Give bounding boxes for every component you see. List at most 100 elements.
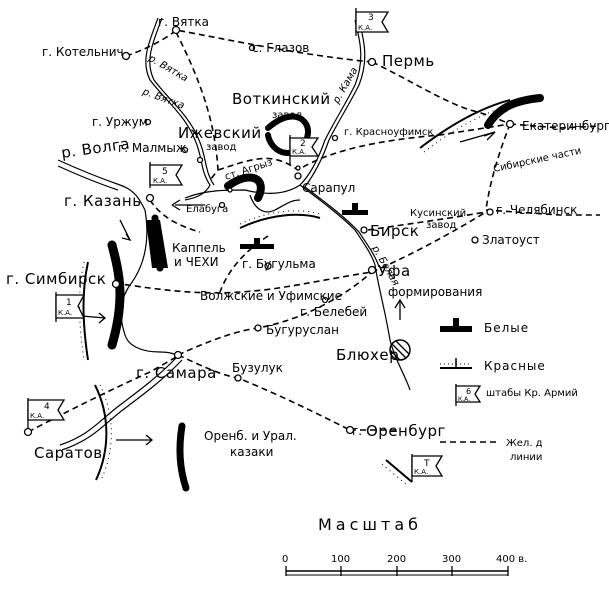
- legend-hq-label: штабы Кр. Армий: [486, 388, 578, 399]
- movement-arrows: [69, 131, 496, 446]
- hq-turk-num: Т: [423, 459, 430, 469]
- label-blyukher: Блюхер: [336, 346, 399, 364]
- label-river-vyatka-upper: р. Вятка: [146, 53, 190, 85]
- label-sarapul: Сарапул: [302, 181, 355, 195]
- legend-white: Белые: [440, 318, 529, 335]
- legend-rail: Жел. д линии: [440, 438, 543, 463]
- label-vyatka: г. Вятка: [158, 15, 209, 29]
- label-kusinsky-zavod: завод: [426, 220, 456, 231]
- label-belebey: г. Белебей: [300, 305, 367, 319]
- label-ufa: Уфа: [378, 262, 411, 280]
- label-perm: Пермь: [382, 52, 435, 70]
- hq-3-num: 3: [368, 13, 374, 23]
- label-malmyzh: г. Малмыж: [118, 141, 187, 155]
- scale-title: Масштаб: [318, 515, 422, 534]
- label-ufa-formations: формирования: [388, 285, 482, 299]
- hq-flag-labels: 3 К.А. 2 К.А. 5 К.А. 1 К.А. 4 К.А. Т К.А…: [30, 13, 430, 476]
- legend-rail-label-2: линии: [510, 452, 542, 463]
- railways: [27, 29, 601, 433]
- label-kusinsky: Кусинский: [410, 208, 466, 219]
- legend-hq: 6 К.А. штабы Кр. Армий: [455, 384, 578, 406]
- label-izhevsk-zavod: завод: [206, 142, 236, 153]
- legend-red: Красные: [440, 358, 546, 373]
- label-czechs: и ЧЕХИ: [174, 255, 219, 269]
- label-buguruslan: Бугуруслан: [266, 323, 339, 337]
- vyatka-river: [145, 17, 211, 201]
- label-kazan: г. Казань: [64, 192, 142, 210]
- white-symbol-birsk: [342, 203, 368, 215]
- hq-turk-ka: К.А.: [414, 468, 428, 476]
- label-chelyabinsk: г. Челябинск: [496, 203, 577, 217]
- label-glazov: с. Глазов: [252, 41, 309, 55]
- label-siberian: Сибирские части: [492, 146, 582, 175]
- hq-5-ka: К.А.: [153, 177, 167, 185]
- label-urzhum: г. Уржум: [92, 115, 148, 129]
- hq-flag-2: [289, 135, 320, 165]
- label-bugulma: г. Бугульма: [242, 257, 316, 271]
- label-krasnoufimsk: г. Красноуфимск: [344, 127, 433, 138]
- white-symbol-bugulma: [240, 238, 274, 249]
- label-kappel: Каппель: [172, 241, 226, 255]
- label-izhevsk: Ижевский: [178, 124, 262, 142]
- label-simbirsk: г. Симбирск: [6, 270, 106, 288]
- label-birsk: Бирск: [370, 222, 419, 240]
- white-front-simbirsk: [107, 240, 125, 350]
- white-front-orenburg: [176, 422, 190, 492]
- city-labels: г. Вятка г. Котельнич с. Глазов Пермь г.…: [6, 15, 609, 462]
- label-saratov: Саратов: [34, 444, 103, 462]
- blyukher-marker: [389, 339, 411, 361]
- volga-river: [57, 159, 146, 211]
- annotations: Каппель и ЧЕХИ Волжские и Уфимские форми…: [172, 146, 582, 459]
- legend-hq-ka: К.А.: [458, 396, 470, 403]
- label-votkinsk: Воткинский: [232, 90, 331, 108]
- hq-flag-1: [55, 292, 86, 322]
- hq-2-ka: К.А.: [292, 148, 306, 156]
- label-samara: г. Самара: [136, 364, 217, 382]
- label-volga-ufa: Волжские и Уфимские: [200, 289, 342, 303]
- scale-tick-100: 100: [331, 554, 350, 565]
- hq-4-ka: К.А.: [30, 412, 44, 420]
- kama-river: [184, 19, 362, 199]
- rivers: [57, 17, 411, 451]
- hq-1-num: 1: [66, 298, 72, 308]
- white-front-agryz: [224, 173, 265, 202]
- label-cossacks-2: казаки: [230, 445, 273, 459]
- label-ekaterinburg: Екатеринбург: [522, 119, 609, 133]
- hq-flag-5: [149, 162, 184, 188]
- scale-tick-0: 0: [282, 554, 288, 565]
- hq-flag-turk: [411, 454, 444, 482]
- legend-white-label: Белые: [484, 321, 529, 335]
- scale-tick-200: 200: [387, 554, 406, 565]
- label-zlatoust: Златоуст: [482, 233, 540, 247]
- hq-flag-4: [27, 398, 66, 428]
- hq-3-ka: К.А.: [358, 24, 372, 32]
- label-votkinsk-zavod: завод: [272, 110, 302, 121]
- white-front-ekaterinburg: [484, 94, 544, 129]
- label-orenburg: Оренбург: [366, 422, 446, 440]
- hq-5-num: 5: [162, 167, 168, 177]
- label-elabuga: Елабуга: [186, 204, 228, 215]
- scale-tick-300: 300: [442, 554, 461, 565]
- label-buzuluk: Бузулук: [232, 361, 283, 375]
- hq-2-num: 2: [300, 139, 306, 149]
- hq-flag-3: [355, 8, 390, 36]
- label-kotelnich: г. Котельнич: [42, 45, 124, 59]
- red-fronts: [79, 99, 515, 487]
- legend-hq-num: 6: [466, 387, 471, 396]
- city-markers: [23, 25, 515, 437]
- legend: Белые Красные 6 К.А. штабы Кр. Армий Жел…: [440, 318, 578, 463]
- white-symbol-kappel: [146, 220, 168, 268]
- scale-tick-400: 400 в.: [496, 554, 527, 565]
- white-army-symbols: [146, 203, 368, 268]
- hq-1-ka: К.А.: [58, 309, 72, 317]
- legend-red-label: Красные: [484, 359, 546, 373]
- label-river-volga: р. Волга: [60, 135, 131, 162]
- hq-4-num: 4: [44, 402, 50, 412]
- legend-rail-label-1: Жел. д: [506, 438, 543, 449]
- label-river-kama: р. Кама: [331, 66, 361, 107]
- scale-bar: Масштаб 0 100 200 300 400 в.: [282, 515, 527, 576]
- label-orenburg-prefix: г.: [352, 424, 362, 438]
- hq-flags: [27, 8, 444, 482]
- label-cossacks-1: Оренб. и Урал.: [204, 429, 297, 443]
